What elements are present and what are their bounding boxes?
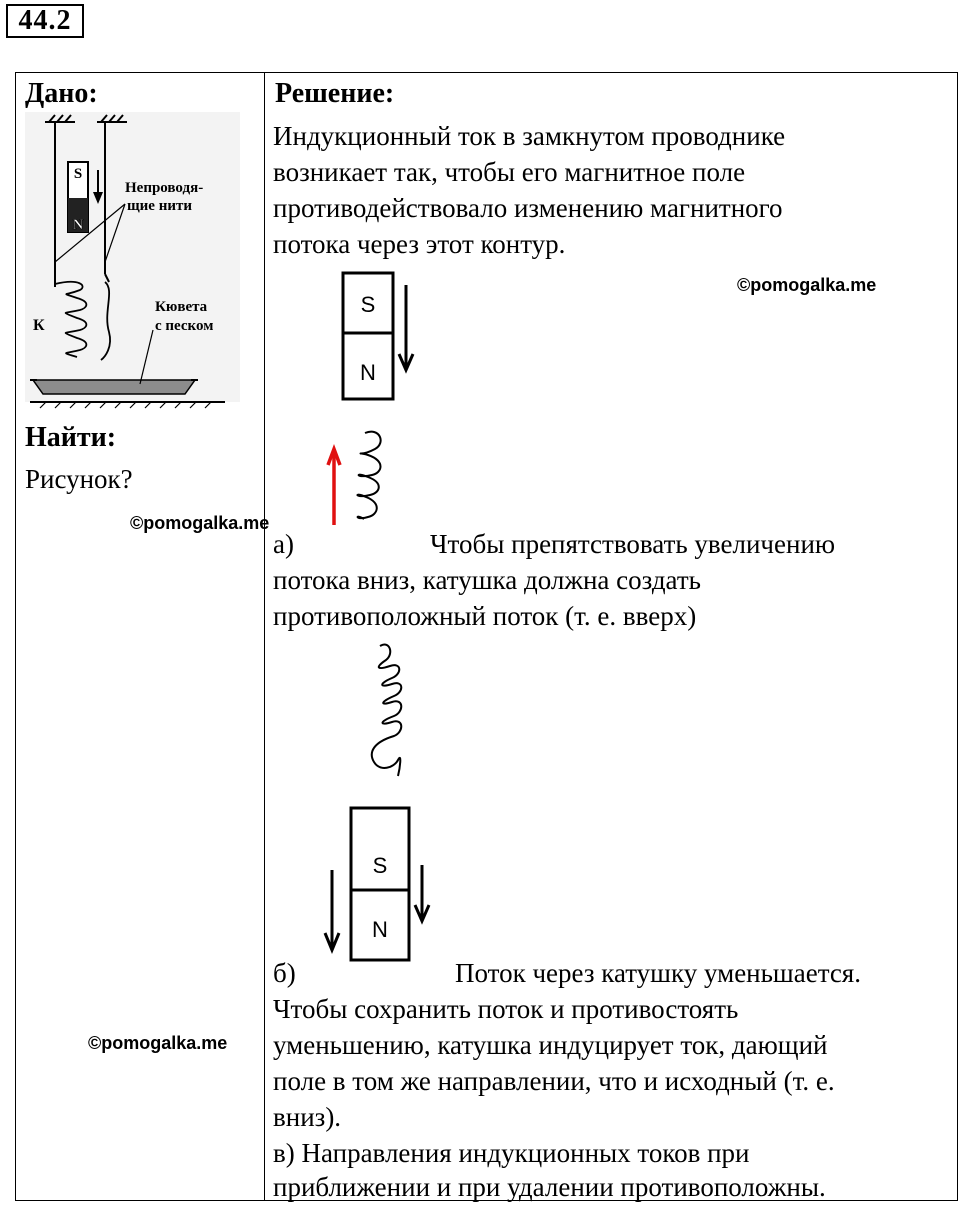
intro-line-2: возникает так, чтобы его магнитное поле bbox=[273, 157, 746, 187]
intro-line-3: противодействовало изменению магнитного bbox=[273, 193, 783, 223]
given-coil bbox=[54, 280, 111, 361]
given-coil-label: К bbox=[33, 317, 45, 334]
magnet-a-s-label: S bbox=[361, 292, 376, 317]
table-divider bbox=[264, 72, 265, 1201]
given-figure: S N Непроводя- щие нити К Кювета с песко… bbox=[25, 112, 240, 409]
part-a-line-3: противоположный поток (т. е. вверх) bbox=[273, 601, 697, 631]
coil-diagram-a bbox=[326, 430, 382, 525]
given-magnet-s-label: S bbox=[74, 166, 82, 182]
coil-diagram-b bbox=[370, 643, 403, 777]
watermark-3: ©pomogalka.me bbox=[88, 1033, 228, 1053]
magnet-diagram-a: S N bbox=[341, 271, 415, 401]
solution-header: Решение: bbox=[275, 78, 395, 109]
given-threads-label-1: Непроводя- bbox=[125, 180, 203, 196]
part-b-line-4: поле в том же направлении, что и исходны… bbox=[273, 1066, 835, 1096]
magnet-b-s-label: S bbox=[373, 853, 388, 878]
arrow-down-icon bbox=[413, 865, 431, 925]
arrow-down-icon bbox=[323, 870, 341, 954]
given-cuvette-label-1: Кювета bbox=[155, 299, 208, 315]
part-a-line-1: Чтобы препятствовать увеличению bbox=[430, 529, 836, 559]
given-header: Дано: bbox=[25, 78, 98, 109]
problem-number: 44.2 bbox=[6, 4, 84, 38]
part-c-line-2: приближении и при удалении противоположн… bbox=[273, 1172, 826, 1202]
solution-table bbox=[15, 72, 958, 1201]
part-b-label: б) bbox=[273, 958, 296, 988]
part-a-label: а) bbox=[273, 529, 294, 559]
magnet-b-n-label: N bbox=[372, 917, 388, 942]
part-b-line-5: вниз). bbox=[273, 1102, 342, 1132]
watermark-1: ©pomogalka.me bbox=[130, 513, 270, 533]
find-value: Рисунок? bbox=[25, 464, 133, 494]
part-b-line-3: уменьшению, катушка индуцирует ток, дающ… bbox=[273, 1030, 828, 1060]
part-b-line-1: Поток через катушку уменьшается. bbox=[455, 958, 861, 988]
given-magnet-n-label: N bbox=[73, 217, 84, 233]
part-c-line-1: в) Направления индукционных токов при bbox=[273, 1138, 750, 1168]
red-arrow-up-icon bbox=[326, 444, 342, 525]
given-threads-label-2: щие нити bbox=[127, 198, 192, 214]
watermark-2: ©pomogalka.me bbox=[737, 275, 877, 295]
magnet-diagram-b: S N bbox=[323, 806, 431, 962]
part-a-line-2: потока вниз, катушка должна создать bbox=[273, 565, 701, 595]
intro-line-4: потока через этот контур. bbox=[273, 229, 566, 259]
intro-line-1: Индукционный ток в замкнутом проводнике bbox=[273, 121, 786, 151]
arrow-down-icon bbox=[397, 285, 415, 374]
magnet-a-n-label: N bbox=[360, 360, 376, 385]
given-cuvette-label-2: с песком bbox=[155, 318, 213, 334]
find-header: Найти: bbox=[25, 422, 117, 453]
part-b-line-2: Чтобы сохранить поток и противостоять bbox=[273, 994, 739, 1024]
